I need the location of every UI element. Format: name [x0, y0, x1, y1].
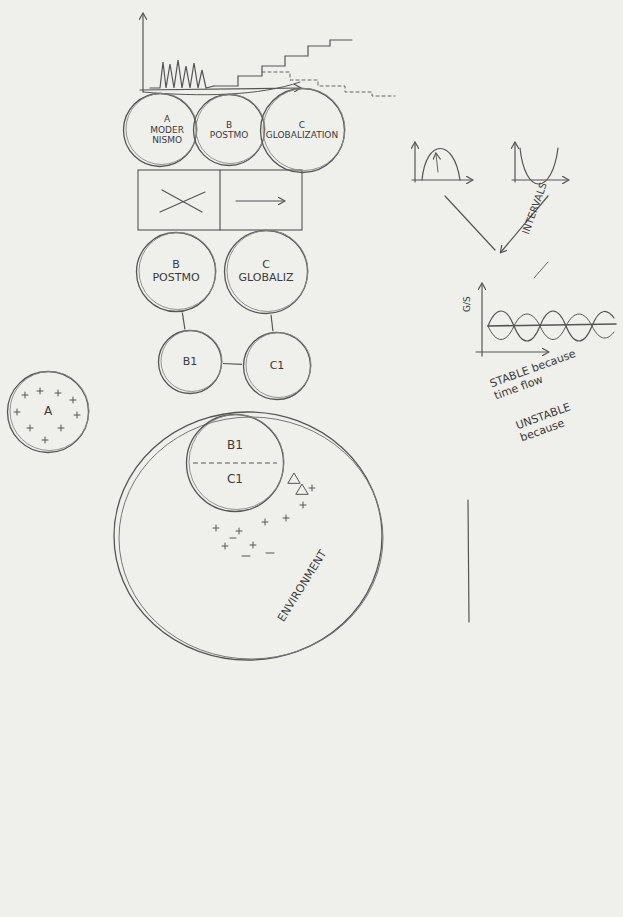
chart-axis — [512, 179, 568, 180]
wave — [488, 314, 614, 340]
pencil-stroke — [187, 415, 284, 512]
pencil-stroke — [193, 463, 277, 464]
circle-node: C1 — [242, 331, 312, 401]
node-letter: B — [210, 120, 249, 130]
node-texts: B1 — [183, 356, 198, 369]
note-label: G/S — [462, 296, 473, 312]
circle-node: B1 — [157, 329, 223, 395]
chart-axis — [142, 14, 143, 92]
leader-line — [534, 262, 548, 278]
pencil-stroke — [246, 333, 311, 398]
pencil-stroke — [159, 331, 222, 394]
node-text: C1 — [227, 473, 243, 487]
circle-node: BPOSTMO — [192, 93, 266, 167]
pencil-stroke — [8, 372, 89, 453]
plus-marks — [14, 388, 80, 443]
pencil-stroke — [139, 233, 216, 310]
arrow-mark — [236, 200, 284, 201]
node-letter: A — [143, 114, 191, 124]
cross-mark — [160, 192, 205, 212]
arrow-mark — [436, 154, 438, 172]
node-letter: B — [152, 259, 199, 272]
pencil-stroke — [126, 94, 197, 165]
note-label: INTERVALS — [520, 181, 550, 236]
note-text: UNSTABLE because — [514, 400, 572, 444]
chart-axis — [481, 284, 482, 356]
note-text: G/S — [462, 296, 472, 312]
pencil-stroke — [114, 412, 382, 660]
connector-line — [271, 315, 273, 332]
circle-node: CGLOBALIZATION — [259, 87, 346, 174]
pencil-stroke — [124, 94, 197, 167]
circle-node: A — [6, 370, 90, 454]
node-texts: ENVIRONMENT — [276, 548, 330, 624]
node-texts: AMODER NISMO — [143, 114, 191, 145]
chart-axis — [476, 351, 548, 352]
pencil-stroke — [10, 372, 89, 451]
node-text: POSTMO — [152, 272, 199, 285]
node-texts: A — [44, 405, 52, 419]
pencil-stroke — [137, 233, 216, 312]
connector-line — [223, 363, 242, 365]
node-text: POSTMO — [210, 130, 249, 140]
node-texts: BPOSTMO — [210, 120, 249, 141]
pencil-stroke — [196, 95, 265, 164]
node-texts: B1C1 — [227, 439, 243, 487]
node-letter: C — [239, 259, 294, 272]
pencil-stroke — [263, 88, 345, 170]
circle-node: CGLOBALIZ — [223, 229, 309, 315]
node-text: A — [44, 405, 52, 419]
pencil-line — [468, 500, 469, 622]
converge-line — [445, 196, 495, 250]
node-texts: C1 — [270, 360, 285, 373]
node-texts: BPOSTMO — [152, 259, 199, 284]
pencil-stroke — [161, 331, 222, 392]
chart-axis — [514, 143, 515, 182]
chart-axis — [414, 143, 415, 182]
circle-node: AMODER NISMO — [122, 92, 198, 168]
node-text: B1 — [227, 439, 243, 453]
chart-steps — [214, 40, 352, 86]
node-text: C1 — [270, 360, 285, 373]
node-outline — [185, 413, 285, 513]
node-texts: CGLOBALIZ — [239, 259, 294, 284]
note-text: STABLE because time flow — [488, 347, 578, 403]
wave — [488, 311, 614, 341]
node-text: MODER NISMO — [143, 125, 191, 146]
cap-curve — [422, 149, 460, 181]
pencil-stroke — [260, 88, 344, 172]
note-label: STABLE because time flow — [488, 347, 583, 403]
node-text: GLOBALIZ — [239, 272, 294, 285]
frame — [138, 170, 302, 230]
pencil-stroke — [225, 231, 308, 314]
cup-curve — [520, 148, 558, 184]
node-text: GLOBALIZATION — [266, 130, 338, 140]
circle-node: B1C1 — [185, 413, 285, 513]
chart-axis — [412, 179, 472, 180]
chart-spikes — [150, 60, 214, 88]
connector-line — [182, 313, 185, 330]
note-label: UNSTABLE because — [514, 389, 609, 445]
circle-node: BPOSTMO — [135, 231, 217, 313]
pencil-stroke — [227, 231, 308, 312]
node-text: B1 — [183, 356, 198, 369]
node-outline — [112, 410, 384, 662]
pencil-stroke — [189, 415, 284, 510]
note-text: INTERVALS — [520, 181, 549, 236]
node-letter: C — [266, 120, 338, 130]
node-text: ENVIRONMENT — [276, 548, 330, 624]
wave-baseline — [488, 324, 616, 326]
plus-marks — [213, 473, 315, 556]
pencil-stroke — [119, 417, 383, 659]
pencil-stroke — [194, 95, 265, 166]
frame — [219, 170, 220, 230]
node-texts: CGLOBALIZATION — [266, 120, 338, 141]
region-ellipse: ENVIRONMENT B1C1 — [112, 410, 384, 662]
pencil-stroke — [244, 333, 311, 400]
